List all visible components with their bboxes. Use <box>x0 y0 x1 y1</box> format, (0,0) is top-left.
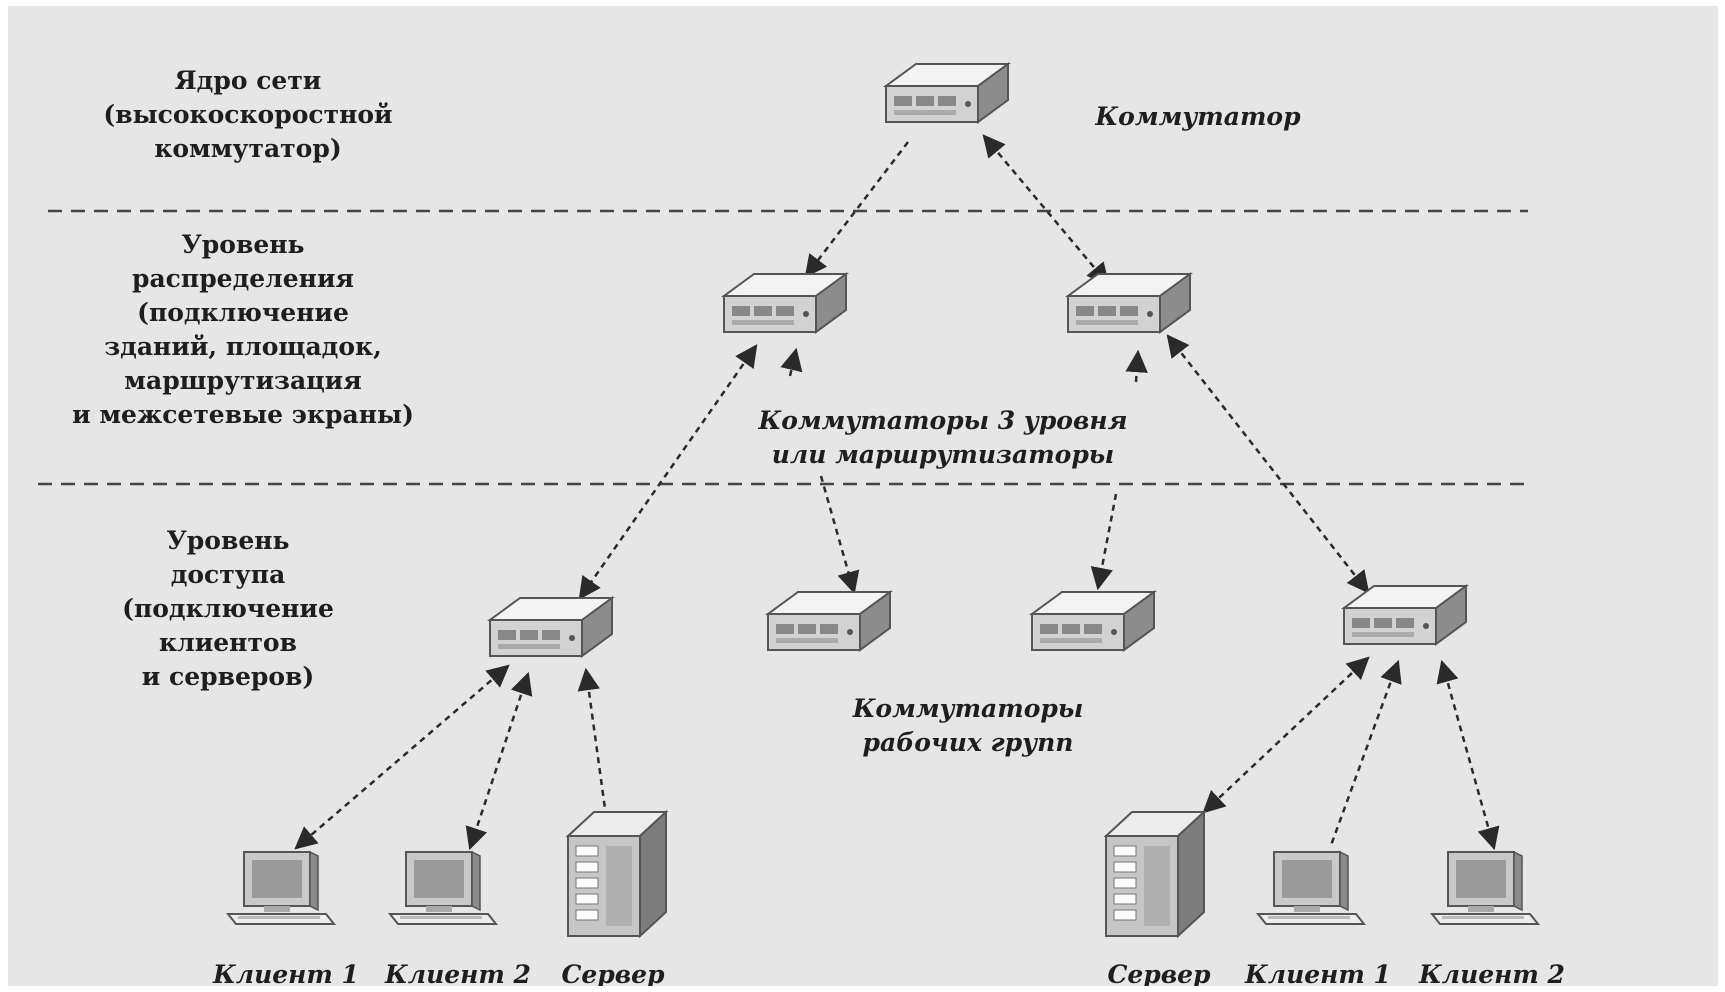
left-client1-label: Клиент 1 <box>213 960 359 986</box>
left-client2-computer-icon <box>389 851 497 925</box>
right-client2-computer-icon <box>1431 851 1539 925</box>
core-switch-icon <box>885 63 1009 123</box>
right-server-icon <box>1105 811 1205 937</box>
left-server-label: Сервер <box>561 960 665 986</box>
distribution-switch-right-icon <box>1067 273 1191 333</box>
access-switches-label: Коммутаторы рабочих групп <box>852 694 1084 757</box>
diagram-graphics <box>38 63 1539 937</box>
right-client1-label: Клиент 1 <box>1245 960 1391 986</box>
workgroup-switch-left-icon <box>767 591 891 651</box>
right-server-label: Сервер <box>1107 960 1211 986</box>
network-hierarchy-diagram: Ядро сети (высокоскоростной коммутатор) … <box>8 6 1718 986</box>
core-layer-label: Ядро сети (высокоскоростной коммутатор) <box>103 66 393 163</box>
distribution-layer-label: Уровень распределения (подключение здани… <box>72 230 414 429</box>
right-client2-label: Клиент 2 <box>1419 960 1565 986</box>
core-switch-label: Коммутатор <box>1095 102 1301 131</box>
distribution-switch-left-icon <box>723 273 847 333</box>
access-switch-left-icon <box>489 597 613 657</box>
access-switch-right-icon <box>1343 585 1467 645</box>
left-client2-label: Клиент 2 <box>385 960 531 986</box>
access-layer-label: Уровень доступа (подключение клиентов и … <box>122 526 334 691</box>
workgroup-switch-right-icon <box>1031 591 1155 651</box>
distribution-switches-label: Коммутаторы 3 уровня или маршрутизаторы <box>758 406 1128 469</box>
left-client1-computer-icon <box>227 851 335 925</box>
left-server-icon <box>567 811 667 937</box>
right-client1-computer-icon <box>1257 851 1365 925</box>
